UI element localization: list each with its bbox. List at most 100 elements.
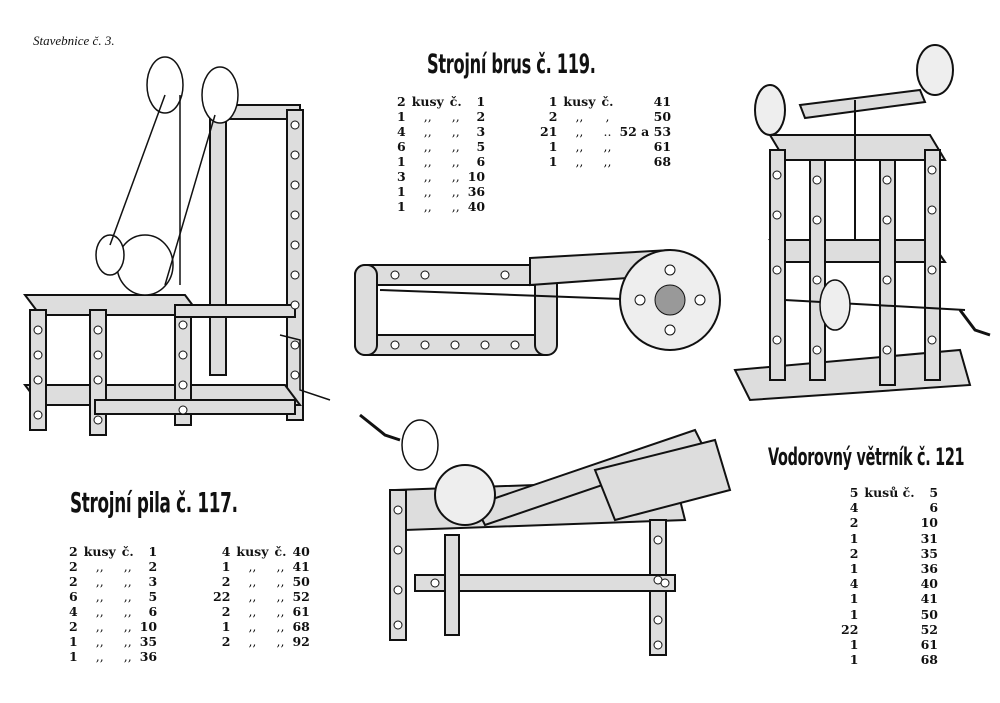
part-quantity: 1 xyxy=(849,530,859,546)
part-number: 31 xyxy=(920,530,939,546)
part-number-label: , xyxy=(605,109,610,124)
parts-row: 1,,,,36 xyxy=(394,184,488,199)
part-unit: ,, xyxy=(248,559,257,574)
part-unit xyxy=(861,576,917,591)
part-number: 5 xyxy=(476,139,486,154)
part-quantity: 4 xyxy=(849,500,859,516)
part-unit: ,, xyxy=(95,634,104,649)
part-quantity: 2 xyxy=(69,619,78,634)
part-number-label: ,, xyxy=(451,124,460,139)
model-title-119: Strojní brus č. 119. xyxy=(427,49,596,80)
part-quantity: 1 xyxy=(397,109,406,124)
part-unit: ,, xyxy=(95,604,104,619)
part-unit: kusy xyxy=(236,544,269,559)
part-quantity: 2 xyxy=(69,544,78,559)
part-unit xyxy=(861,622,917,637)
part-number: 10 xyxy=(920,515,939,531)
parts-row: 4,,,,6 xyxy=(66,604,160,619)
parts-row: 1,,,,41 xyxy=(210,559,313,574)
part-quantity: 2 xyxy=(69,559,78,574)
part-quantity: 2 xyxy=(69,574,78,589)
parts-row: 1,,,,36 xyxy=(66,649,160,664)
part-number-label: ,, xyxy=(276,589,285,604)
page-header: Stavebnice č. 3. xyxy=(33,33,115,48)
part-unit xyxy=(861,546,917,561)
parts-row: 21,,..52 a 53 xyxy=(537,124,674,139)
part-quantity: 4 xyxy=(849,576,859,592)
part-unit: ,, xyxy=(423,169,432,184)
part-quantity: 2 xyxy=(221,634,231,649)
part-number: 40 xyxy=(920,576,939,592)
part-quantity: 1 xyxy=(221,559,231,574)
part-unit: ,, xyxy=(95,619,104,634)
part-unit xyxy=(861,637,917,652)
part-quantity: 2 xyxy=(221,574,231,589)
parts-row: 1,,,,2 xyxy=(394,109,488,124)
part-number-label: ,, xyxy=(123,649,132,664)
part-quantity: 1 xyxy=(849,606,859,622)
illustration-saw-bench xyxy=(359,413,732,656)
model-title-117: Strojní pila č. 117. xyxy=(70,486,238,519)
parts-row: 3,,,,10 xyxy=(394,169,488,184)
parts-row: 2,,,,3 xyxy=(66,574,160,589)
part-number: 5 xyxy=(929,485,939,500)
parts-row: 22,,,,52 xyxy=(210,589,313,604)
part-number: 3 xyxy=(476,124,486,139)
parts-row: 6,,,,5 xyxy=(394,139,488,154)
part-number: 6 xyxy=(476,154,486,169)
part-number-label: č. xyxy=(449,94,462,109)
part-quantity: 22 xyxy=(841,621,859,637)
part-number: 2 xyxy=(476,109,486,124)
part-number: 68 xyxy=(292,619,310,634)
part-unit xyxy=(861,607,917,622)
part-number: 61 xyxy=(292,604,310,619)
part-number-label: č. xyxy=(121,544,134,559)
part-quantity: 4 xyxy=(69,604,78,619)
part-quantity: 1 xyxy=(849,637,859,653)
parts-row: 2 kusy č. 1 xyxy=(66,544,160,559)
part-unit: kusy xyxy=(83,544,116,559)
parts-row: 2,,,50 xyxy=(537,109,674,124)
part-number-label: ,, xyxy=(603,139,612,154)
part-quantity: 1 xyxy=(397,199,406,214)
part-quantity: 4 xyxy=(221,544,231,559)
part-number: 3 xyxy=(148,574,158,589)
part-quantity: 2 xyxy=(548,109,558,124)
part-unit: ,, xyxy=(575,139,584,154)
part-unit: ,, xyxy=(423,184,432,199)
part-unit: ,, xyxy=(95,649,104,664)
part-number-label: .. xyxy=(603,124,612,139)
part-number: 1 xyxy=(476,94,486,109)
part-number-label: ,, xyxy=(451,139,460,154)
part-quantity: 1 xyxy=(849,652,859,668)
part-number: 1 xyxy=(148,544,158,559)
parts-row: 4 40 xyxy=(838,576,941,591)
part-number-label: ,, xyxy=(276,634,285,649)
part-number: 10 xyxy=(139,619,158,634)
part-number: 2 xyxy=(148,559,158,574)
parts-row: 4,,,,3 xyxy=(394,124,488,139)
part-unit: ,, xyxy=(423,139,432,154)
part-unit: ,, xyxy=(248,634,257,649)
part-unit xyxy=(861,561,917,576)
part-number: 41 xyxy=(292,559,310,574)
parts-row: 2,,,,2 xyxy=(66,559,160,574)
part-number-label: ,, xyxy=(123,589,132,604)
part-number: 50 xyxy=(653,109,672,124)
part-unit: ,, xyxy=(423,154,432,169)
illustration-horizontal-windmill xyxy=(733,44,991,402)
part-number: 40 xyxy=(467,199,486,214)
part-number: 36 xyxy=(467,184,486,199)
parts-row: 2,,,,50 xyxy=(210,574,313,589)
part-quantity: 21 xyxy=(540,124,558,139)
parts-row: 1,,,,68 xyxy=(537,154,674,169)
part-number-label: ,, xyxy=(451,169,460,184)
